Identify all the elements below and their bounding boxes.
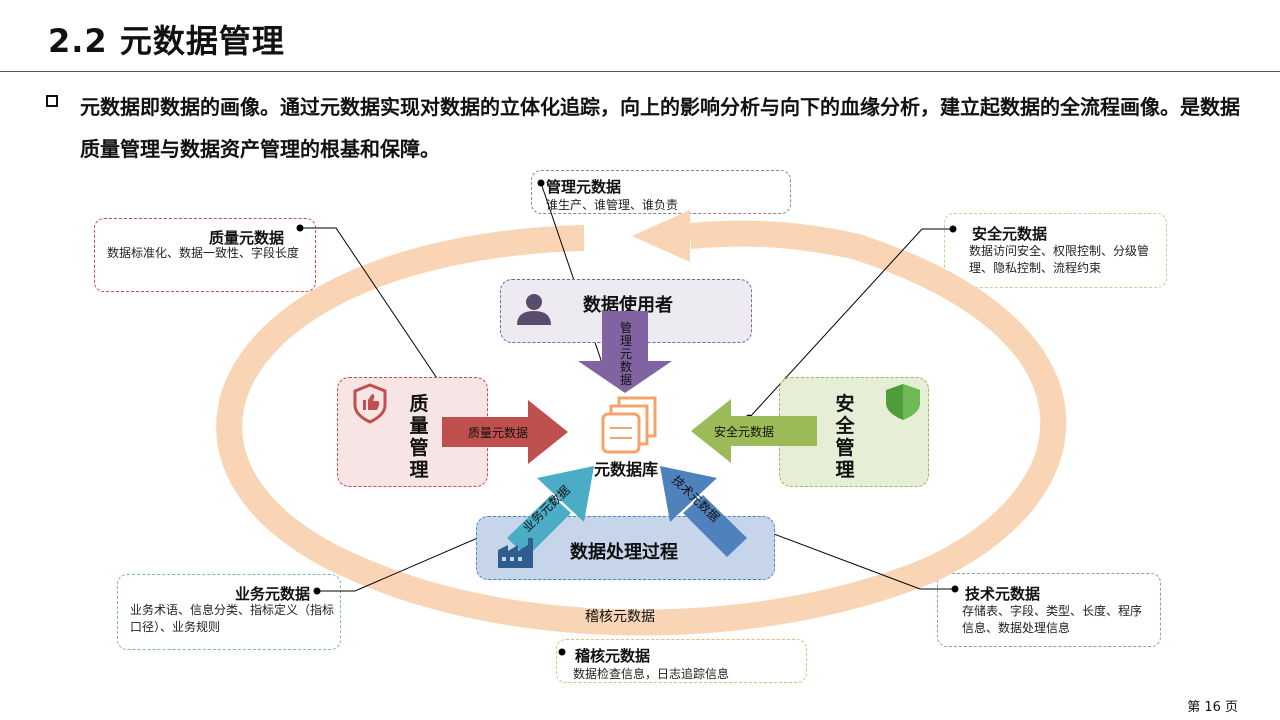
bullet-square-icon — [46, 95, 58, 107]
callout-management-desc: 谁生产、谁管理、谁负责 — [546, 198, 679, 212]
page-number: 第 16 页 — [1187, 700, 1238, 715]
cycle-ring-top — [688, 220, 865, 261]
factory-icon — [498, 538, 533, 568]
center-database-label: 元数据库 — [594, 460, 659, 479]
shield-thumb-icon — [353, 383, 387, 424]
callout-security: 安全元数据 数据访问安全、权限控制、分级管理、隐私控制、流程约束 — [944, 213, 1167, 288]
panel-quality-label: 质量管理 — [409, 393, 429, 481]
connector-management-start-dot — [537, 179, 545, 187]
cycle-arrowhead — [632, 210, 690, 262]
callout-business-desc: 业务术语、信息分类、指标定义（指标口径）、业务规则 — [130, 603, 335, 634]
title-divider — [0, 71, 1280, 72]
callout-audit-desc: 数据检查信息，日志追踪信息 — [573, 667, 730, 681]
connector-security — [748, 228, 953, 419]
callout-technical-desc: 存储表、字段、类型、长度、程序信息、数据处理信息 — [962, 604, 1143, 635]
callout-audit: 稽核元数据 数据检查信息，日志追踪信息 — [556, 639, 807, 683]
panel-security-label: 安全管理 — [835, 393, 855, 481]
callout-business-title: 业务元数据 — [235, 585, 311, 603]
callout-technical: 技术元数据 存储表、字段、类型、长度、程序信息、数据处理信息 — [937, 573, 1161, 647]
panel-process-label: 数据处理过程 — [570, 542, 678, 563]
connector-business — [317, 523, 511, 592]
panel-data-user-label: 数据使用者 — [583, 295, 673, 316]
quality-arrow-label: 质量元数据 — [468, 426, 529, 440]
callout-security-title: 安全元数据 — [972, 225, 1048, 243]
cycle-ring — [216, 225, 1067, 636]
connector-business-start-dot — [313, 587, 321, 595]
technical-arrow — [660, 466, 747, 557]
quality-arrow — [442, 400, 568, 464]
security-arrow — [691, 399, 817, 463]
shield-check-icon — [886, 384, 920, 420]
connector-technical — [741, 521, 955, 590]
connector-technical-start-dot — [951, 585, 959, 593]
audit-ring-label: 稽核元数据 — [585, 609, 655, 625]
management-arrow — [578, 311, 672, 393]
slide-title: 2.2 元数据管理 — [48, 22, 285, 60]
management-arrow-label: 管理元数据 — [619, 321, 632, 387]
callout-management: 管理元数据 谁生产、谁管理、谁负责 — [531, 170, 791, 214]
intro-text: 元数据即数据的画像。通过元数据实现对数据的立体化追踪，向上的影响分析与向下的血缘… — [80, 95, 1240, 161]
callout-business: 业务元数据 业务术语、信息分类、指标定义（指标口径）、业务规则 — [117, 574, 341, 650]
connector-quality — [300, 227, 466, 421]
callout-management-title: 管理元数据 — [546, 178, 622, 196]
callout-technical-title: 技术元数据 — [965, 585, 1041, 603]
business-arrow — [507, 466, 594, 557]
security-arrow-label: 安全元数据 — [714, 425, 775, 439]
connector-audit-dot — [558, 648, 566, 656]
callout-quality-desc: 数据标准化、数据一致性、字段长度 — [107, 246, 300, 260]
connector-quality-start-dot — [296, 224, 304, 232]
connector-security-start-dot — [949, 225, 957, 233]
database-stack-icon — [601, 396, 657, 454]
callout-quality: 质量元数据 数据标准化、数据一致性、字段长度 — [94, 218, 316, 292]
callout-quality-title: 质量元数据 — [209, 229, 285, 247]
callout-audit-title: 稽核元数据 — [575, 647, 651, 665]
callout-security-desc: 数据访问安全、权限控制、分级管理、隐私控制、流程约束 — [969, 244, 1150, 275]
user-icon — [517, 294, 551, 325]
